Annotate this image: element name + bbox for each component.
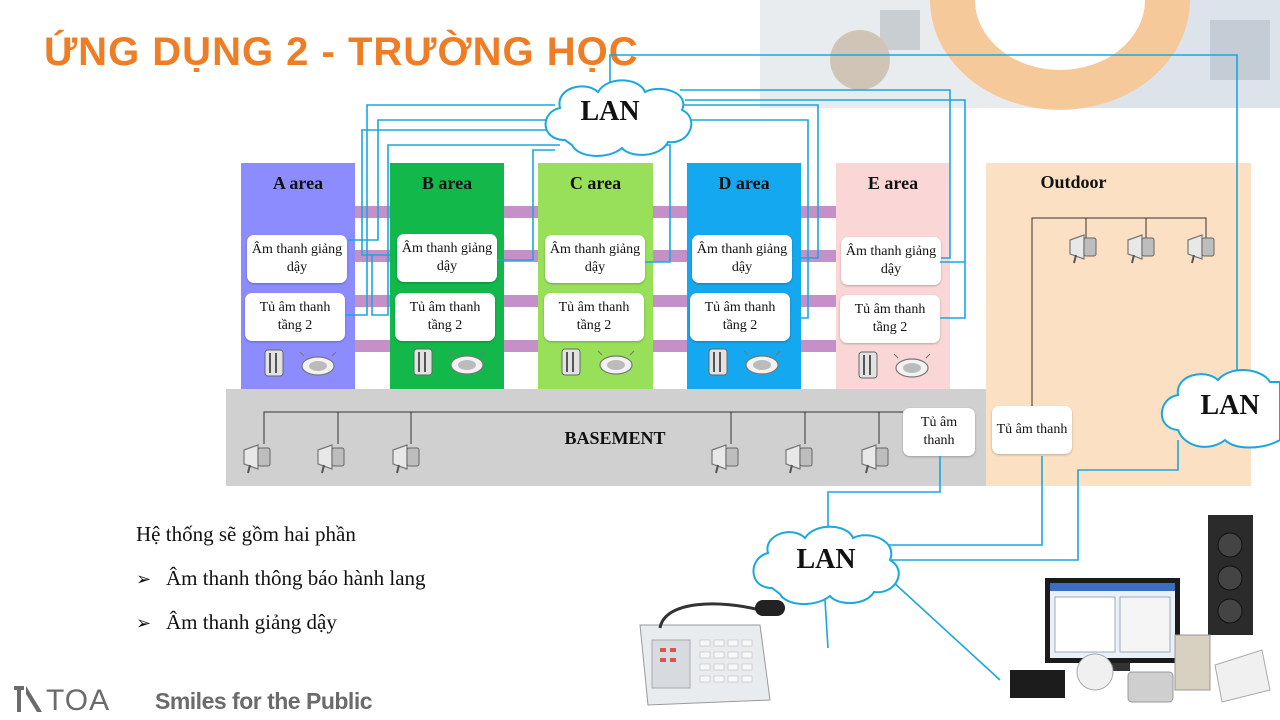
area-d-teaching-audio: Âm thanh giảng dậy: [692, 235, 792, 283]
horn-speaker-icon: [1069, 234, 1097, 264]
ceiling-speaker-icon: [299, 351, 337, 376]
bullet-text: Âm thanh giảng dậy: [166, 610, 337, 634]
area-a-floor2-cabinet: Tủ âm thanh tầng 2: [245, 293, 345, 341]
footer-slogan: Smiles for the Public: [155, 688, 373, 714]
outdoor-audio-cabinet: Tủ âm thanh: [992, 406, 1072, 454]
footer-logo: TOA: [46, 684, 111, 717]
lan-top-label: LAN: [580, 96, 640, 127]
ceiling-speaker-icon: [448, 350, 486, 375]
microphone-console-icon: [639, 600, 785, 706]
basement-label: BASEMENT: [564, 428, 666, 448]
area-c-title: C area: [569, 173, 622, 193]
horn-speaker-icon: [317, 444, 345, 474]
column-speaker-icon: [264, 349, 284, 377]
area-d-floor2-cabinet: Tủ âm thanh tầng 2: [690, 293, 790, 341]
area-c-teaching-audio: Âm thanh giảng dậy: [545, 235, 645, 283]
page-title: ỨNG DỤNG 2 - TRƯỜNG HỌC: [44, 30, 639, 74]
lan-right-label: LAN: [1200, 390, 1260, 421]
toa-logo-icon: [14, 686, 42, 712]
horn-speaker-icon: [392, 444, 420, 474]
pc-control-system-icon: [1010, 515, 1271, 703]
column-speaker-icon: [561, 348, 581, 376]
bullet-icon: ➢: [136, 613, 152, 633]
basement-audio-cabinet: Tủ âm thanh: [903, 408, 975, 456]
horn-speaker-icon: [861, 444, 889, 474]
column-speaker-icon: [413, 348, 433, 376]
horn-speaker-icon: [1187, 234, 1215, 264]
area-b-teaching-audio: Âm thanh giảng dậy: [397, 234, 497, 282]
column-speaker-icon: [708, 348, 728, 376]
outdoor-label: Outdoor: [1040, 172, 1107, 192]
bullet-text: Âm thanh thông báo hành lang: [166, 566, 426, 590]
ceiling-speaker-icon: [893, 353, 931, 378]
area-a-teaching-audio: Âm thanh giảng dậy: [247, 235, 347, 283]
bullet-item: ➢ Âm thanh giảng dậy: [136, 608, 426, 652]
basement-zone: [226, 389, 986, 486]
area-e-teaching-audio: Âm thanh giảng dậy: [841, 237, 941, 285]
ceiling-speaker-icon: [597, 350, 635, 375]
area-b-floor2-cabinet: Tủ âm thanh tầng 2: [395, 293, 495, 341]
area-d-title: D area: [718, 173, 770, 193]
horn-speaker-icon: [785, 444, 813, 474]
description-intro: Hệ thống sẽ gồm hai phần: [136, 522, 356, 546]
description: Hệ thống sẽ gồm hai phần ➢ Âm thanh thông…: [136, 520, 426, 652]
area-c-floor2-cabinet: Tủ âm thanh tầng 2: [544, 293, 644, 341]
area-a-title: A area: [272, 173, 324, 193]
area-e-title: E area: [867, 173, 919, 193]
ceiling-speaker-icon: [743, 350, 781, 375]
area-b-title: B area: [421, 173, 473, 193]
horn-speaker-icon: [243, 444, 271, 474]
cloud-icon: [544, 79, 693, 157]
bullet-icon: ➢: [136, 569, 152, 589]
cloud-icon: [1160, 369, 1280, 449]
horn-speaker-icon: [1127, 234, 1155, 264]
horn-speaker-icon: [711, 444, 739, 474]
lan-bottom-label: LAN: [796, 544, 856, 575]
cloud-icon: [752, 525, 900, 605]
bullet-item: ➢ Âm thanh thông báo hành lang: [136, 564, 426, 608]
column-speaker-icon: [858, 351, 878, 379]
area-e-floor2-cabinet: Tủ âm thanh tầng 2: [840, 295, 940, 343]
